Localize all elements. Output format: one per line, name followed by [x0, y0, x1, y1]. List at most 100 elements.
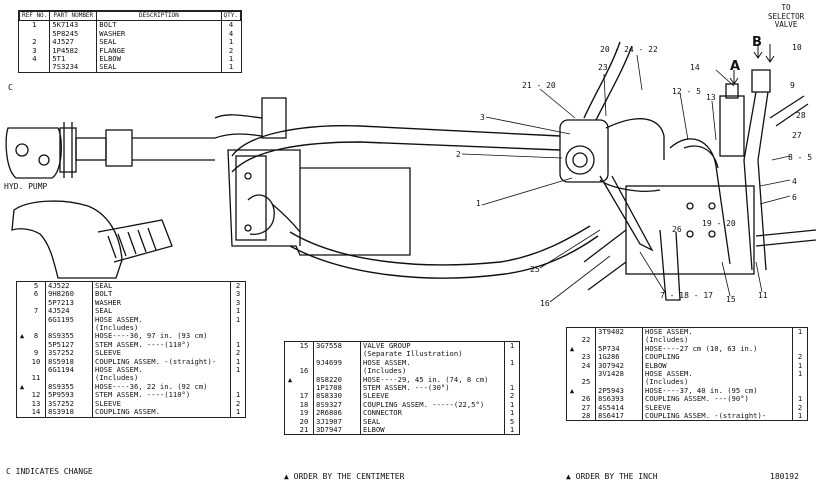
table-row: (Includes)	[17, 323, 245, 333]
control-valve-block	[227, 97, 411, 256]
ref-number: 22	[577, 335, 596, 345]
selector-valve-label: TO SELECTOR VALVE	[768, 3, 805, 30]
callout-15: 15	[726, 295, 736, 304]
ref-number: 1	[19, 21, 51, 30]
description: (Includes)	[642, 335, 793, 345]
ref-number: 4	[19, 54, 51, 64]
order-mark	[17, 316, 27, 324]
quantity: 2	[228, 45, 234, 55]
footnote-centimeter: ▲ ORDER BY THE CENTIMETER	[284, 472, 405, 481]
ref-number	[27, 324, 46, 333]
part-number: 5P734	[595, 344, 643, 354]
part-number: 8S9327	[313, 400, 361, 410]
order-mark: ▲	[569, 343, 575, 353]
part-number: 5K7143	[49, 21, 98, 30]
ref-number: 8	[27, 332, 46, 341]
ref-number	[577, 328, 596, 337]
quantity: 1	[228, 54, 234, 64]
part-number: 3O7942	[595, 361, 643, 371]
ref-number	[19, 63, 51, 72]
ref-number: 13	[27, 399, 46, 409]
part-number: 8S8220	[313, 375, 361, 385]
order-mark	[17, 282, 27, 290]
quantity: 1	[509, 425, 515, 435]
callout-3: 3	[480, 113, 485, 122]
callout-12-5: 12 - 5	[672, 87, 701, 96]
description: SEAL	[92, 281, 231, 291]
callout-27: 27	[792, 131, 802, 140]
description: COUPLING	[642, 352, 793, 362]
ref-number: 23	[577, 352, 596, 362]
callout-16: 16	[540, 299, 550, 308]
description: HOSE----37, 40 in. (95 cm)	[642, 386, 793, 396]
part-number: 3D7947	[313, 425, 361, 435]
description: SLEEVE	[92, 399, 231, 409]
callout-10: 10	[792, 43, 802, 52]
footnote-inch: ▲ ORDER BY THE INCH	[566, 472, 658, 481]
part-number	[595, 336, 643, 345]
order-mark	[17, 400, 27, 408]
selector-label-line: SELECTOR	[768, 11, 805, 21]
quantity	[793, 336, 808, 344]
quantity: 1	[797, 411, 803, 421]
callout-9: 9	[790, 81, 795, 90]
order-mark	[285, 392, 295, 400]
part-number: 4J527	[49, 37, 98, 47]
quantity: 1	[235, 306, 241, 316]
callout-1: 1	[476, 199, 481, 208]
callout-8-5: 8 - 5	[788, 153, 812, 162]
ref-number	[577, 370, 596, 379]
part-number: 4J524	[45, 306, 93, 316]
quantity: 1	[797, 369, 803, 379]
order-mark	[17, 290, 27, 298]
order-mark	[285, 401, 295, 409]
change-marker: C	[8, 83, 13, 92]
description: CONNECTOR	[360, 408, 505, 418]
order-mark: ▲	[287, 374, 293, 384]
description: STEM ASSEM. ---(30°)	[360, 383, 505, 393]
quantity: 1	[235, 407, 241, 417]
quantity	[231, 374, 246, 382]
callout-6: 6	[792, 193, 797, 202]
ref-number	[19, 29, 51, 39]
ref-number	[577, 386, 596, 396]
description: COUPLING ASSEM. ---(90°)	[642, 394, 793, 404]
table-row: 25(Includes)	[567, 378, 807, 387]
part-number: 9H8260	[45, 289, 93, 299]
description: SEAL	[96, 63, 222, 72]
description: SEAL	[360, 417, 505, 427]
description: HOSE----36, 22 in. (92 cm)	[92, 382, 231, 392]
order-mark	[567, 395, 577, 403]
ref-number: 10	[27, 357, 46, 367]
description: SLEEVE	[642, 403, 793, 413]
part-number: 8S9355	[45, 382, 93, 392]
part-number: 8S8330	[313, 392, 361, 401]
order-mark	[17, 408, 27, 416]
quantity: 1	[235, 339, 241, 349]
order-mark	[17, 366, 27, 374]
description: BOLT	[96, 21, 222, 30]
order-mark	[285, 409, 295, 417]
description: HOSE ASSEM.	[642, 327, 793, 337]
callout-13: 13	[706, 93, 716, 102]
ref-number: 19	[295, 408, 314, 418]
ref-number: 11	[27, 374, 46, 383]
order-mark: ▲	[569, 385, 575, 395]
order-mark	[17, 307, 27, 315]
quantity: 5	[509, 416, 515, 426]
description: FLANGE	[96, 46, 222, 56]
callout-19-20: 19 - 20	[702, 219, 736, 228]
ref-number	[295, 384, 314, 393]
order-mark	[17, 358, 27, 366]
